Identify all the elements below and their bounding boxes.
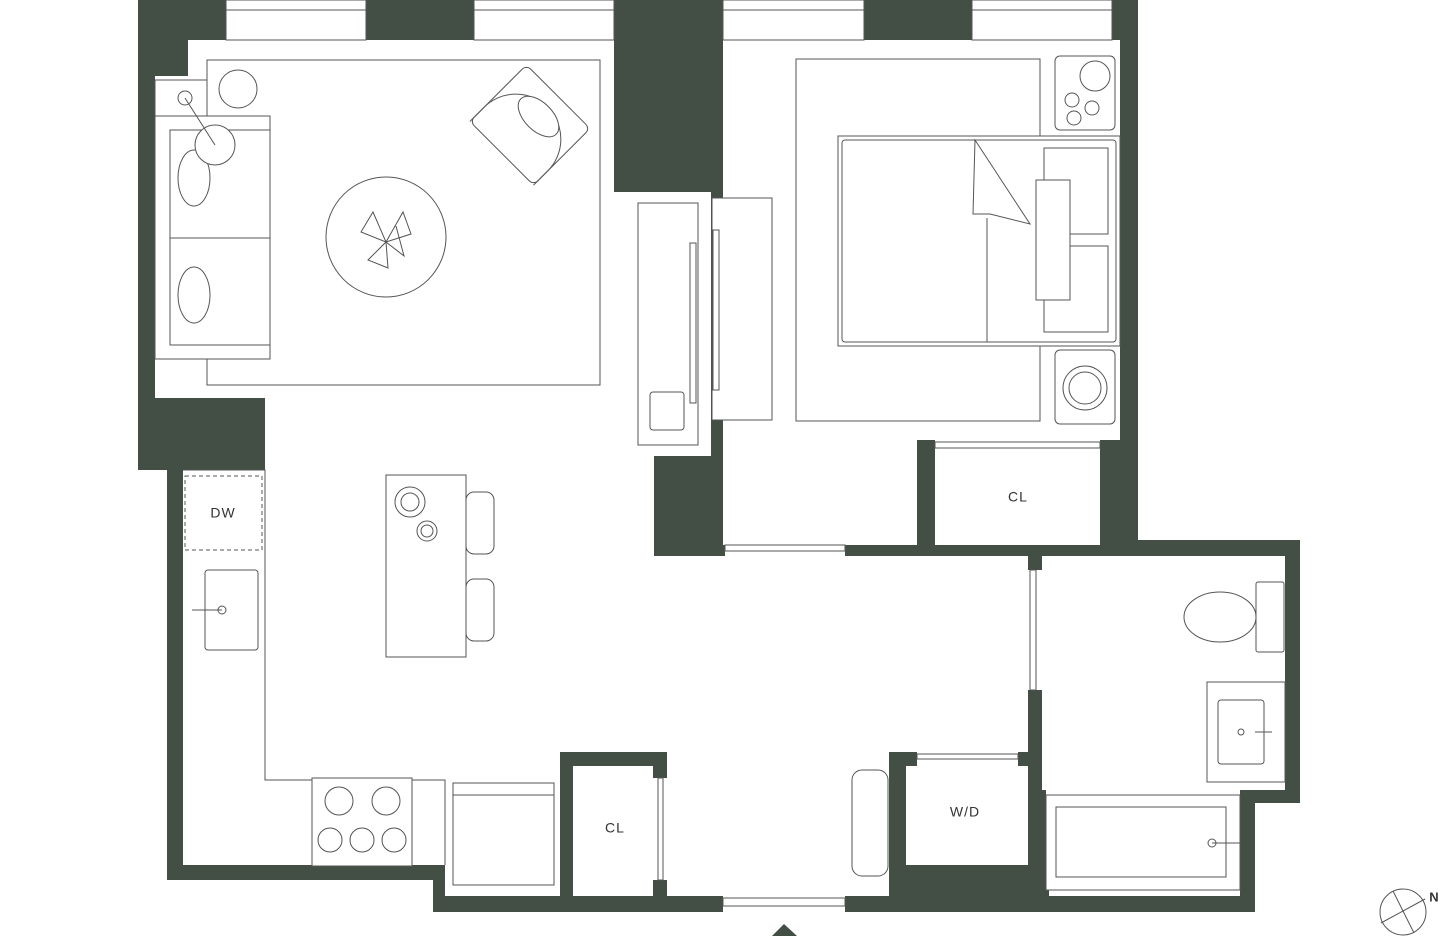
media-console — [637, 202, 699, 446]
bedroom-furniture — [711, 55, 1121, 425]
pillow — [177, 149, 211, 207]
doors — [657, 441, 1101, 907]
washer-dryer-label: W/D — [950, 804, 980, 820]
windows — [225, 0, 1113, 41]
stove — [311, 777, 413, 867]
dishwasher — [184, 475, 263, 551]
armchair — [469, 66, 589, 186]
flower-icon — [1064, 92, 1100, 126]
bathroom — [1045, 581, 1286, 891]
toilet — [1183, 591, 1257, 643]
closet-label: CL — [1008, 489, 1028, 505]
dishwasher-label: DW — [210, 505, 235, 521]
living-room-furniture — [154, 59, 601, 386]
pillow — [177, 266, 211, 324]
stool — [465, 578, 495, 642]
plant-icon — [360, 210, 412, 269]
entry-arrow-icon — [772, 924, 797, 936]
stool — [465, 491, 495, 555]
refrigerator — [452, 782, 555, 886]
bathtub — [1045, 794, 1241, 891]
toilet-tank — [1255, 581, 1285, 653]
kitchen — [183, 469, 555, 886]
coffee-table — [325, 176, 447, 298]
north-label: N — [1429, 889, 1438, 904]
coat-rack — [851, 769, 889, 877]
closet-label: CL — [605, 820, 625, 836]
compass-icon — [1379, 888, 1427, 936]
dresser — [711, 197, 773, 421]
